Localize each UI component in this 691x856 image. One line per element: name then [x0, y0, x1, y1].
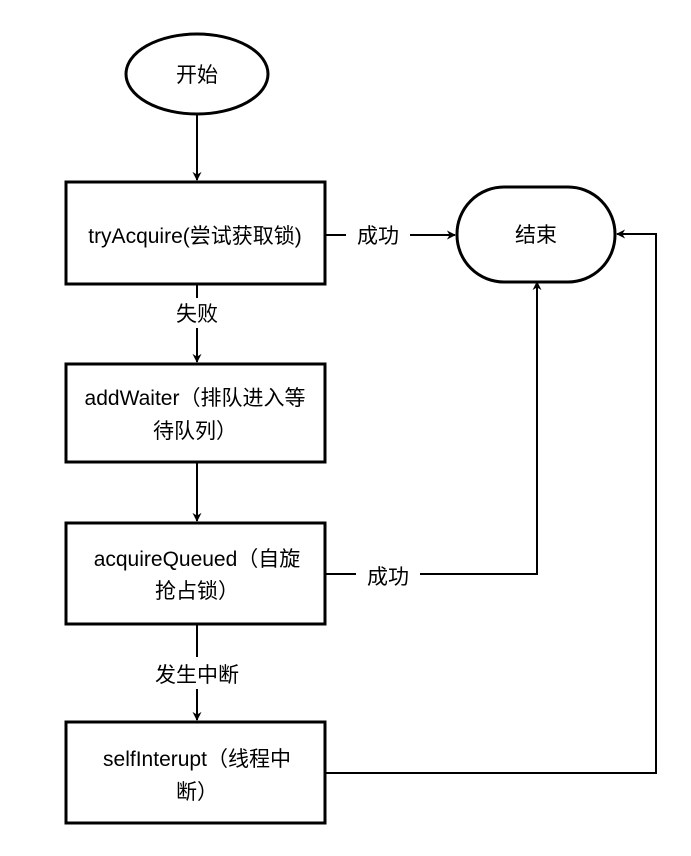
edge-label-bg [162, 298, 232, 328]
try-acquire-label: tryAcquire(尝试获取锁) [88, 225, 302, 248]
self-interrupt-box [64, 720, 327, 825]
node-end: 结束 [455, 185, 617, 284]
try-acquire-box [64, 180, 327, 286]
edge-label-bg [346, 220, 410, 250]
node-acquire-queued: acquireQueued（自旋 抢占锁） [64, 521, 327, 626]
node-start: 开始 [124, 32, 270, 116]
start-label: 开始 [176, 64, 218, 87]
add-waiter-line-2: 待队列） [153, 420, 237, 443]
edge-interrupt-to-end [326, 229, 657, 774]
node-try-acquire: tryAcquire(尝试获取锁) [64, 180, 327, 286]
start-terminal [124, 32, 270, 116]
node-self-interrupt: selfInterupt（线程中 断） [64, 720, 327, 825]
self-interrupt-line-2: 断） [176, 781, 218, 804]
edge-label-queued-success: 成功 [367, 566, 409, 589]
self-interrupt-line-1: selfInterupt（线程中 [103, 748, 291, 771]
node-add-waiter: addWaiter（排队进入等 待队列） [64, 362, 327, 464]
edge-label-bg [356, 560, 420, 590]
add-waiter-line-1: addWaiter（排队进入等 [85, 387, 306, 410]
add-waiter-box [64, 362, 327, 464]
end-label: 结束 [515, 224, 557, 247]
acquire-queued-line-2: 抢占锁） [155, 580, 239, 603]
edge-label-try-success: 成功 [357, 225, 399, 248]
acquire-queued-box [64, 521, 327, 626]
edge-label-try-fail: 失败 [176, 303, 218, 326]
end-terminal [455, 185, 617, 284]
edge-label-interrupt: 发生中断 [155, 664, 239, 687]
edge-label-bg [140, 657, 254, 689]
edge-queued-to-end [326, 281, 542, 575]
acquire-queued-line-1: acquireQueued（自旋 [94, 548, 301, 571]
